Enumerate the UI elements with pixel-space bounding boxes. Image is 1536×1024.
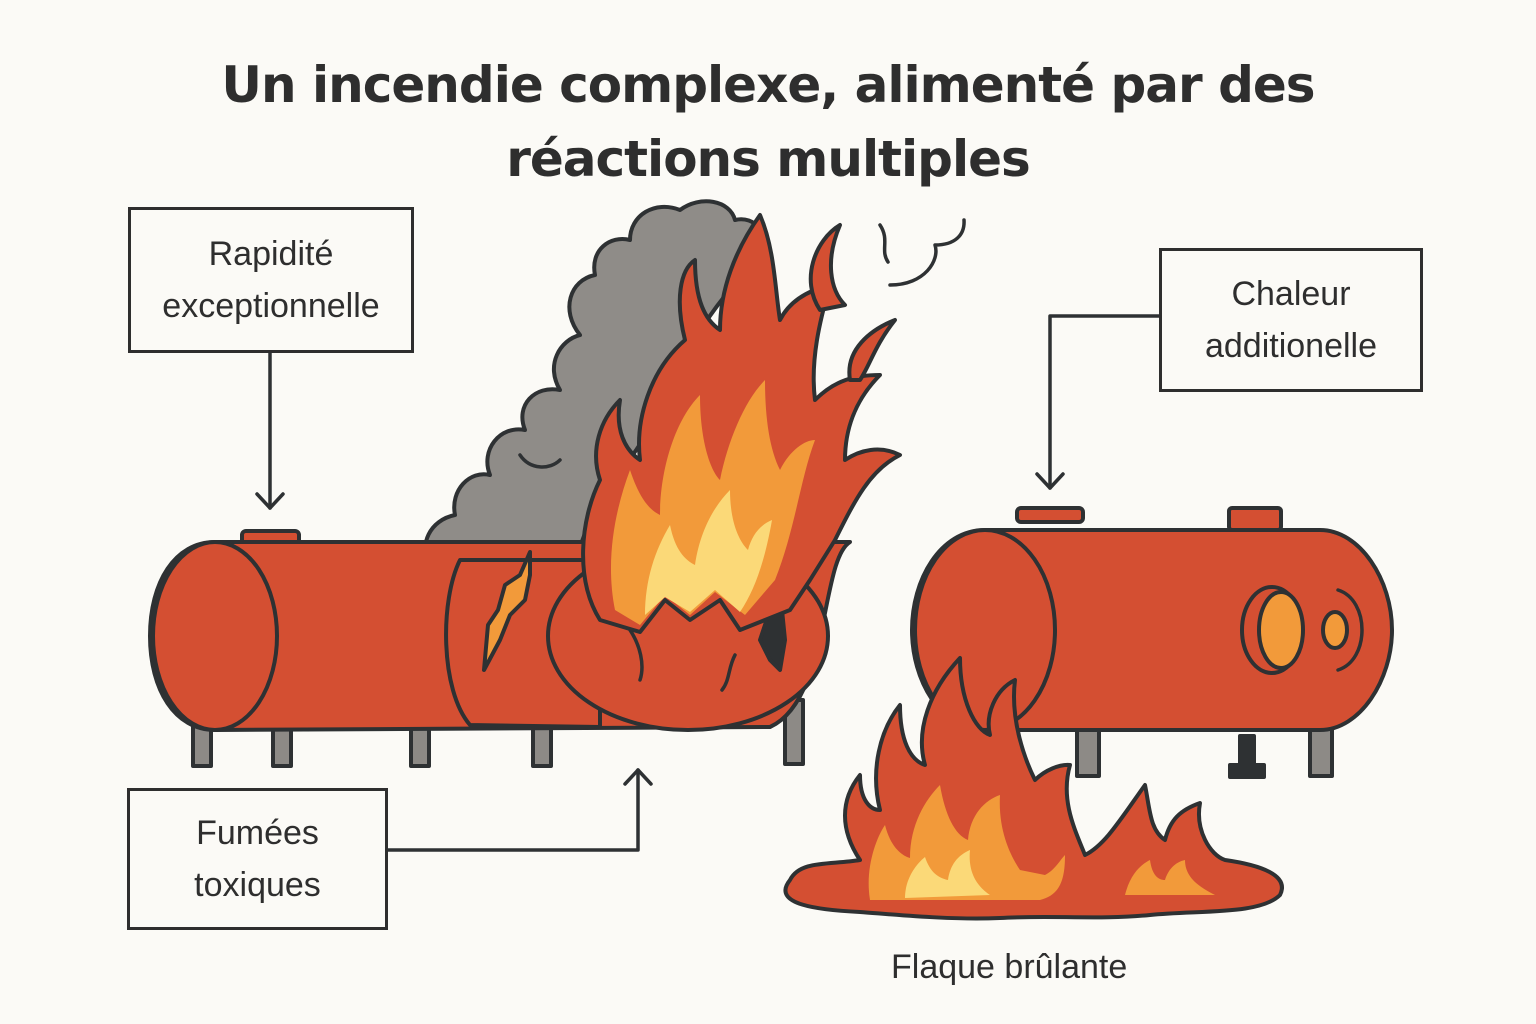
label-fumees-toxiques: Fumées toxiques [127,788,388,930]
label-rapidite-exceptionnelle: Rapidité exceptionnelle [128,207,414,353]
label-chaleur-line-1: Chaleur [1231,275,1351,313]
tank-valve-base [1228,763,1266,779]
diagram-title: Un incendie complexe, alimenté par des r… [0,48,1536,196]
arrow-chaleur [1035,314,1162,490]
label-chaleur-line-2: additionelle [1204,327,1378,365]
label-chaleur-additionelle: Chaleur additionelle [1159,248,1423,392]
arrow-fumees [384,768,653,852]
title-line-2: réactions multiples [506,130,1031,188]
label-fumees-line-1: Fumées [196,814,319,852]
tank-hatch [1227,506,1283,532]
label-rapidite-line-2: exceptionnelle [162,287,380,325]
label-rapidite-line-1: Rapidité [208,235,334,273]
title-line-1: Un incendie complexe, alimenté par des [221,56,1315,114]
main-flame [581,213,966,634]
label-flaque-brulante: Flaque brûlante [891,948,1128,986]
tank-valve [1238,734,1256,768]
label-fumees-line-2: toxiques [194,866,321,904]
tank-hatch [1015,506,1085,524]
arrow-rapidite [255,350,285,510]
burning-puddle [783,656,1284,921]
